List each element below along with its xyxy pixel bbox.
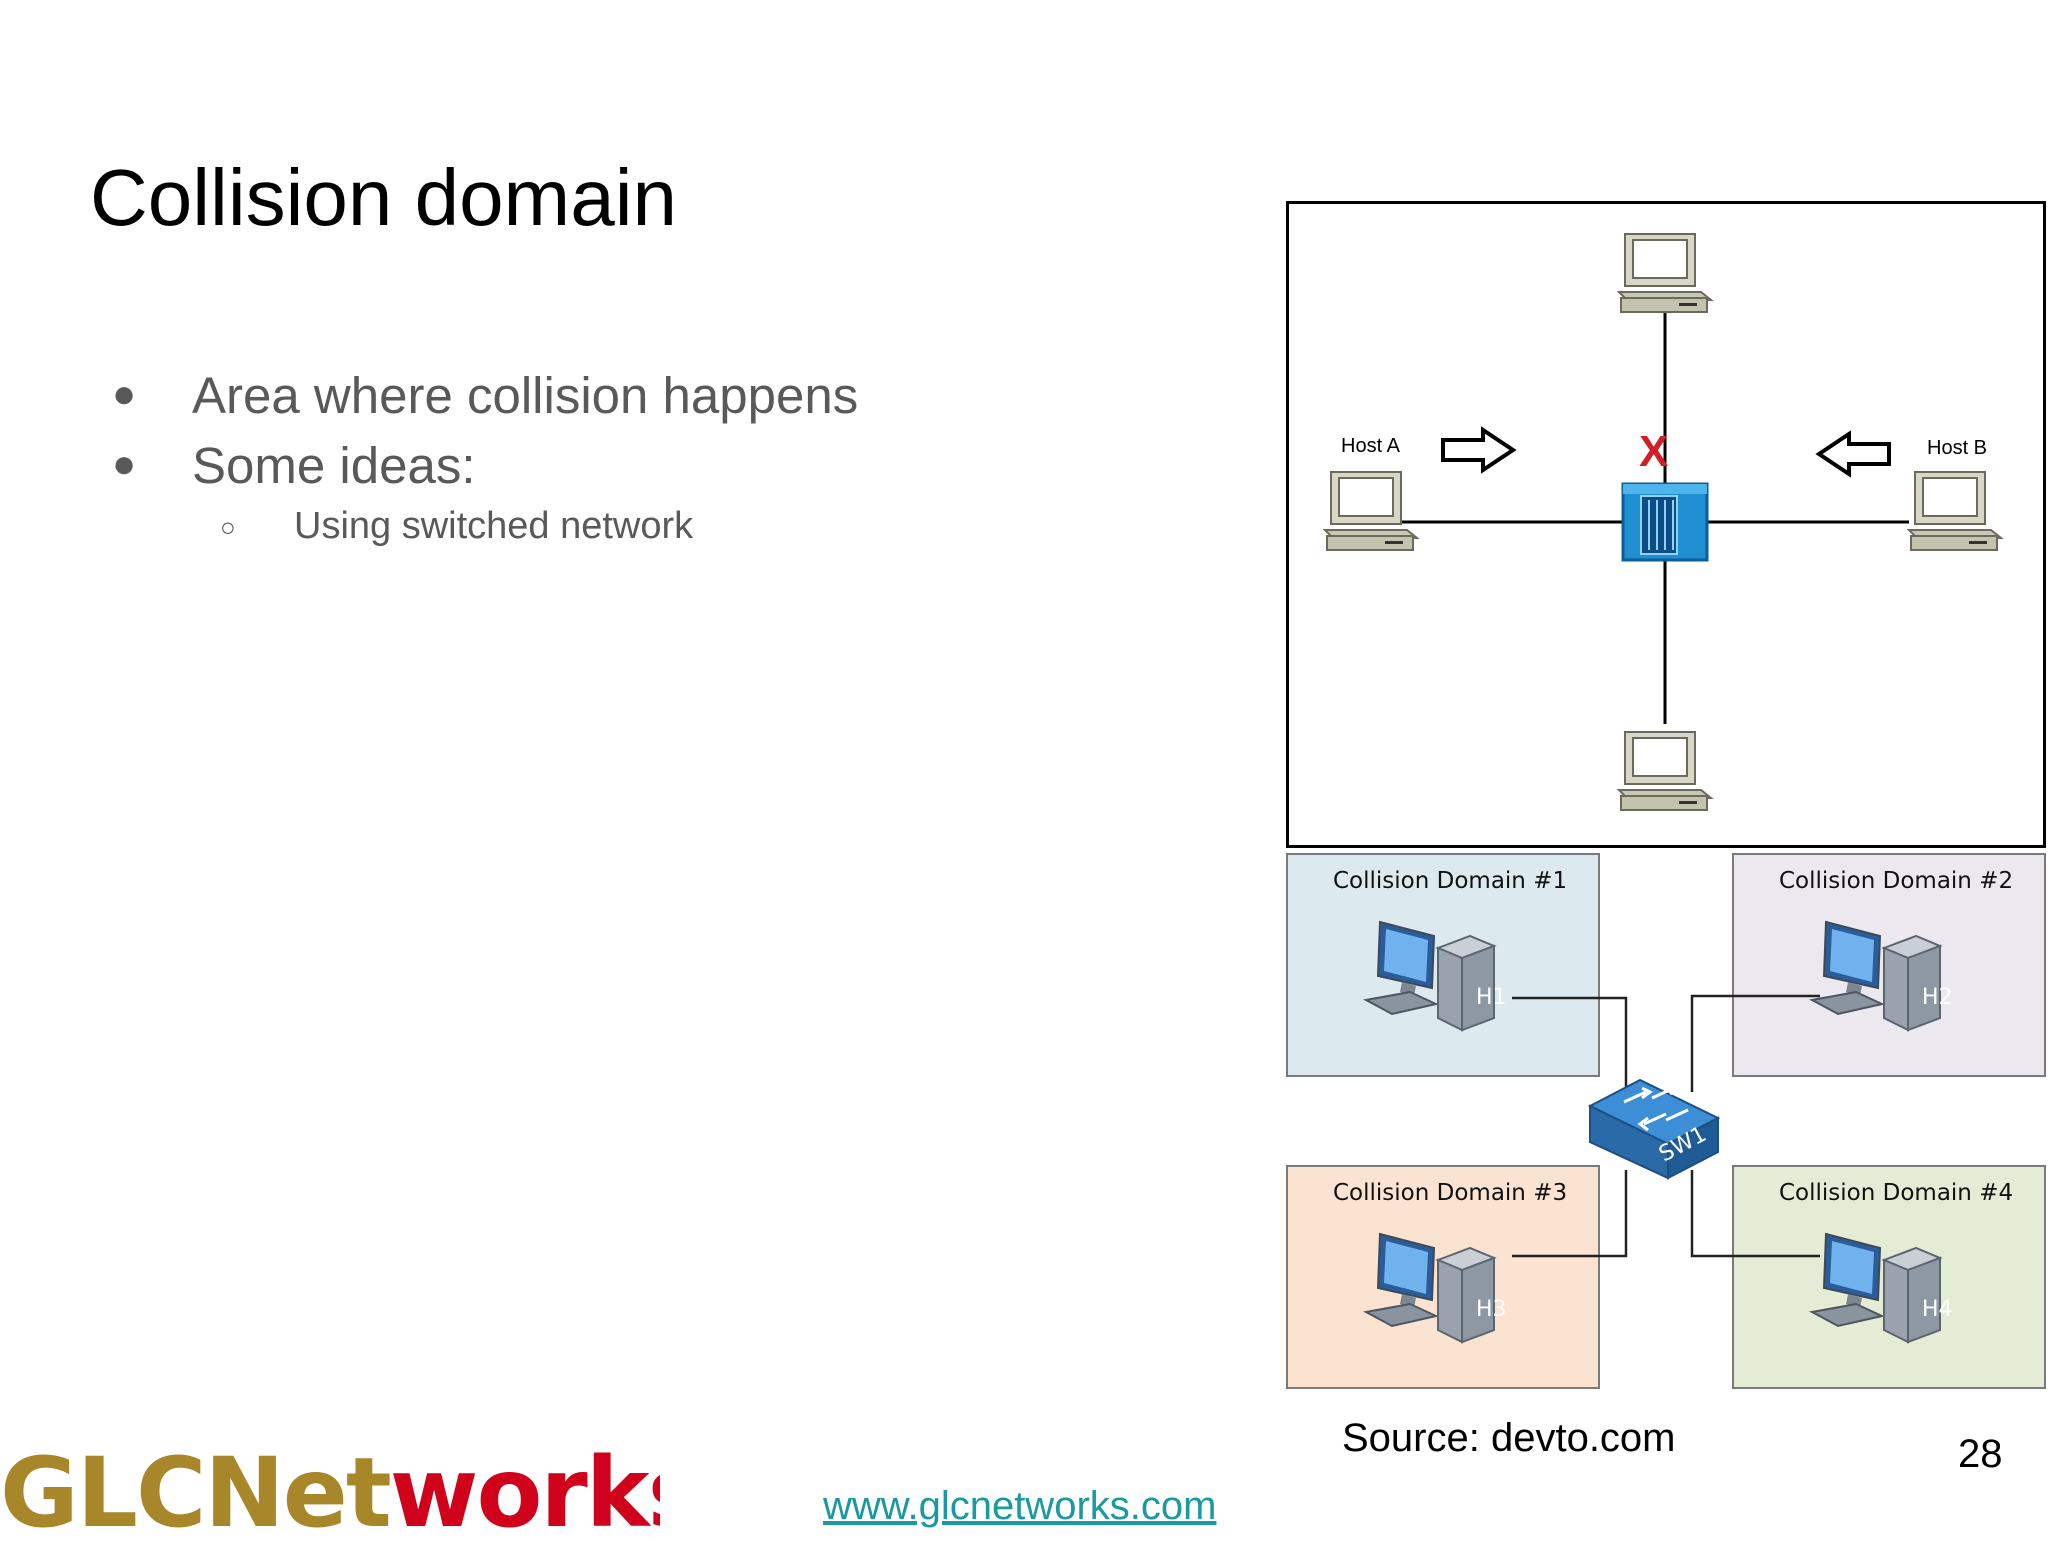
bullet-dot-icon: ● (112, 372, 137, 416)
host-a-computer-icon (1322, 471, 1420, 551)
switch-sw1-icon (1587, 1078, 1721, 1180)
host-h1-label: H1 (1476, 985, 1507, 1010)
page-number: 28 (1958, 1432, 2003, 1476)
hub-icon (1621, 482, 1709, 562)
collision-domain-4-label: Collision Domain #4 (1779, 1180, 2013, 1206)
arrow-right-icon (1441, 426, 1517, 474)
host-b-label: Host B (1927, 437, 1987, 459)
collision-domain-2-label: Collision Domain #2 (1779, 868, 2013, 894)
collision-domain-1-label: Collision Domain #1 (1333, 868, 1567, 894)
switched-network-diagram: Collision Domain #1 Collision Domain #2 … (1286, 852, 2048, 1390)
logo-text-part2: works (390, 1437, 660, 1536)
computer-icon (1616, 233, 1714, 313)
slide-title: Collision domain (90, 153, 677, 242)
host-h2-label: H2 (1922, 985, 1953, 1010)
logo-text-part1: GLCNet (0, 1437, 390, 1536)
computer-icon (1616, 731, 1714, 811)
hub-collision-diagram: X Host A Host B (1286, 201, 2046, 848)
hub-diagram-svg: X Host A Host B (1322, 233, 2004, 811)
host-h3-label: H3 (1476, 1297, 1507, 1322)
switch-diagram-svg: Collision Domain #1 Collision Domain #2 … (1286, 853, 2046, 1389)
bullet-dot-icon: ● (112, 442, 137, 486)
bullet-text: Area where collision happens (192, 367, 859, 424)
host-b-computer-icon (1906, 471, 2004, 551)
sub-bullet-circle-icon: ○ (220, 512, 236, 542)
logo-svg: GLCNetworks (0, 1437, 705, 1541)
svg-text:GLCNetworks: GLCNetworks (0, 1437, 660, 1536)
sub-bullet-text: Using switched network (294, 505, 694, 547)
host-a-label: Host A (1341, 435, 1401, 457)
bullet-text: Some ideas: (192, 437, 476, 494)
collision-x-icon: X (1639, 427, 1668, 476)
arrow-left-icon (1815, 430, 1891, 478)
image-source-caption: Source: devto.com (1342, 1416, 1676, 1460)
collision-domain-3-label: Collision Domain #3 (1333, 1180, 1567, 1206)
host-h4-label: H4 (1922, 1297, 1953, 1322)
glcnetworks-logo: GLCNetworks (0, 1436, 705, 1541)
website-link[interactable]: www.glcnetworks.com (823, 1484, 1217, 1528)
